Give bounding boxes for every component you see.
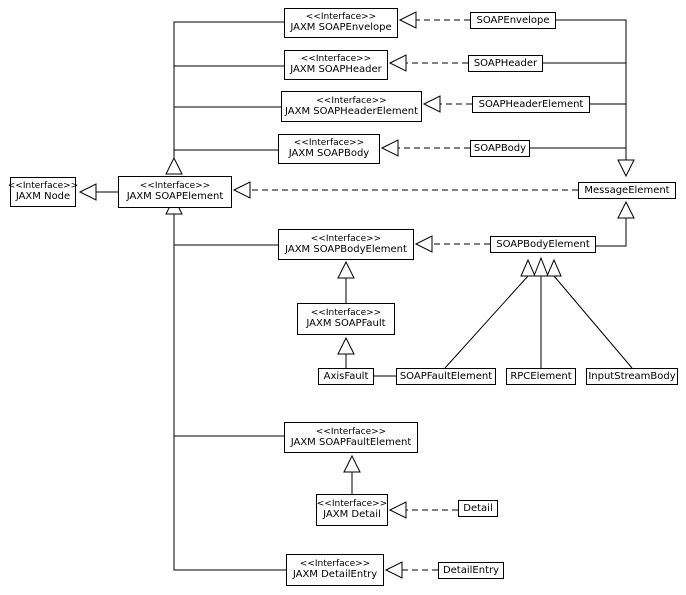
- class-name: SOAPEnvelope: [476, 14, 550, 26]
- stereotype-label: <<Interface>>: [305, 12, 377, 23]
- arrowhead-soapelement-top: [165, 156, 183, 175]
- arrowhead-sbe-left: [520, 258, 536, 277]
- stereotype-label: <<Interface>>: [310, 308, 382, 319]
- trunk-upper-line: [173, 21, 284, 158]
- arrowhead-bodyelement-down: [337, 260, 355, 279]
- jaxm-soap-fault-interface: <<Interface>> JAXM SOAPFault: [297, 303, 395, 335]
- arrowhead-jaxm-headerelement: [422, 95, 441, 113]
- rpc-element-class: RPCElement: [506, 368, 576, 385]
- jaxm-soap-header-interface: <<Interface>> JAXM SOAPHeader: [284, 50, 388, 80]
- class-name: SOAPHeaderElement: [478, 98, 584, 110]
- class-name: SOAPBodyElement: [496, 238, 590, 250]
- jaxm-node-interface: <<Interface>> JAXM Node: [7, 177, 79, 207]
- arrowhead-sbe-right: [546, 258, 562, 277]
- soap-envelope-class: SOAPEnvelope: [470, 12, 556, 29]
- arrowhead-messageelement-bottom: [617, 200, 635, 219]
- arrowhead-jaxm-detail: [388, 501, 407, 519]
- class-name: InputStreamBody: [588, 370, 676, 382]
- jaxm-soap-envelope-interface: <<Interface>> JAXM SOAPEnvelope: [284, 8, 398, 38]
- axis-fault-class: AxisFault: [318, 368, 374, 385]
- interface-name: JAXM SOAPElement: [126, 191, 224, 203]
- arrowhead-jaxm-bodyelement: [414, 235, 433, 253]
- stereotype-label: <<Interface>>: [299, 559, 371, 570]
- class-name: Detail: [463, 502, 493, 514]
- soap-header-class: SOAPHeader: [468, 55, 543, 72]
- arrowhead-jaxm-body: [380, 139, 399, 157]
- message-element-class: MessageElement: [578, 182, 676, 199]
- interface-name: JAXM SOAPFault: [306, 318, 386, 330]
- interface-name: JAXM Node: [15, 191, 71, 203]
- class-name: DetailEntry: [442, 564, 500, 576]
- interface-name: JAXM SOAPHeader: [290, 64, 382, 76]
- interface-name: JAXM SOAPBodyElement: [285, 243, 407, 255]
- arrowhead-node: [78, 183, 97, 201]
- trunk-lower-line: [173, 198, 286, 571]
- jaxm-detail-entry-interface: <<Interface>> JAXM DetailEntry: [286, 554, 384, 586]
- interface-name: JAXM SOAPFaultElement: [290, 436, 412, 448]
- inputstreambody-extends-soapbodyelement-line: [553, 275, 633, 369]
- class-name: SOAPFaultElement: [399, 370, 493, 382]
- arrowhead-jaxm-header: [388, 54, 407, 72]
- class-name: SOAPHeader: [473, 57, 538, 69]
- input-stream-body-class: InputStreamBody: [586, 368, 678, 385]
- soap-body-class: SOAPBody: [470, 140, 530, 157]
- jaxm-soap-fault-element-interface: <<Interface>> JAXM SOAPFaultElement: [284, 422, 418, 453]
- soapbodyelement-extends-messageelement-line: [596, 218, 627, 247]
- class-name: MessageElement: [584, 184, 670, 196]
- jaxm-soap-body-interface: <<Interface>> JAXM SOAPBody: [278, 134, 380, 164]
- jaxm-soap-body-element-interface: <<Interface>> JAXM SOAPBodyElement: [278, 229, 414, 260]
- stereotype-label: <<Interface>>: [139, 181, 211, 192]
- stereotype-label: <<Interface>>: [310, 233, 382, 244]
- soapenvelope-extends-messageelement-line: [556, 19, 627, 160]
- class-name: RPCElement: [510, 370, 572, 382]
- arrowhead-soapfault-down: [337, 336, 355, 355]
- arrowhead-soapelement-right: [232, 181, 251, 199]
- jaxm-detail-interface: <<Interface>> JAXM Detail: [316, 494, 388, 526]
- stereotype-label: <<Interface>>: [300, 54, 372, 65]
- soapfaultelement-extends-soapbodyelement-line: [444, 275, 529, 369]
- stereotype-label: <<Interface>>: [7, 181, 79, 192]
- class-name: SOAPBody: [473, 142, 527, 154]
- stereotype-label: <<Interface>>: [293, 138, 365, 149]
- arrowhead-messageelement-top: [617, 159, 635, 178]
- arrowhead-jaxm-envelope: [398, 11, 417, 29]
- arrowhead-jaxm-detailentry: [384, 561, 403, 579]
- soap-header-element-class: SOAPHeaderElement: [472, 96, 590, 113]
- arrowhead-faultelement-down: [343, 454, 361, 473]
- jaxm-soap-header-element-interface: <<Interface>> JAXM SOAPHeaderElement: [281, 91, 422, 122]
- stereotype-label: <<Interface>>: [315, 426, 387, 437]
- detail-entry-class: DetailEntry: [438, 562, 504, 579]
- soap-fault-element-class: SOAPFaultElement: [396, 368, 496, 385]
- stereotype-label: <<Interface>>: [316, 499, 388, 510]
- interface-name: JAXM SOAPBody: [288, 148, 370, 160]
- class-name: AxisFault: [323, 370, 369, 382]
- interface-name: JAXM SOAPEnvelope: [290, 22, 392, 34]
- jaxm-soap-element-interface: <<Interface>> JAXM SOAPElement: [118, 176, 232, 208]
- detail-class: Detail: [458, 500, 498, 517]
- interface-name: JAXM Detail: [323, 509, 381, 521]
- soap-body-element-class: SOAPBodyElement: [490, 236, 596, 253]
- arrowhead-sbe-middle: [533, 256, 549, 277]
- stereotype-label: <<Interface>>: [316, 95, 387, 106]
- interface-name: JAXM DetailEntry: [292, 569, 378, 581]
- interface-name: JAXM SOAPHeaderElement: [285, 105, 418, 117]
